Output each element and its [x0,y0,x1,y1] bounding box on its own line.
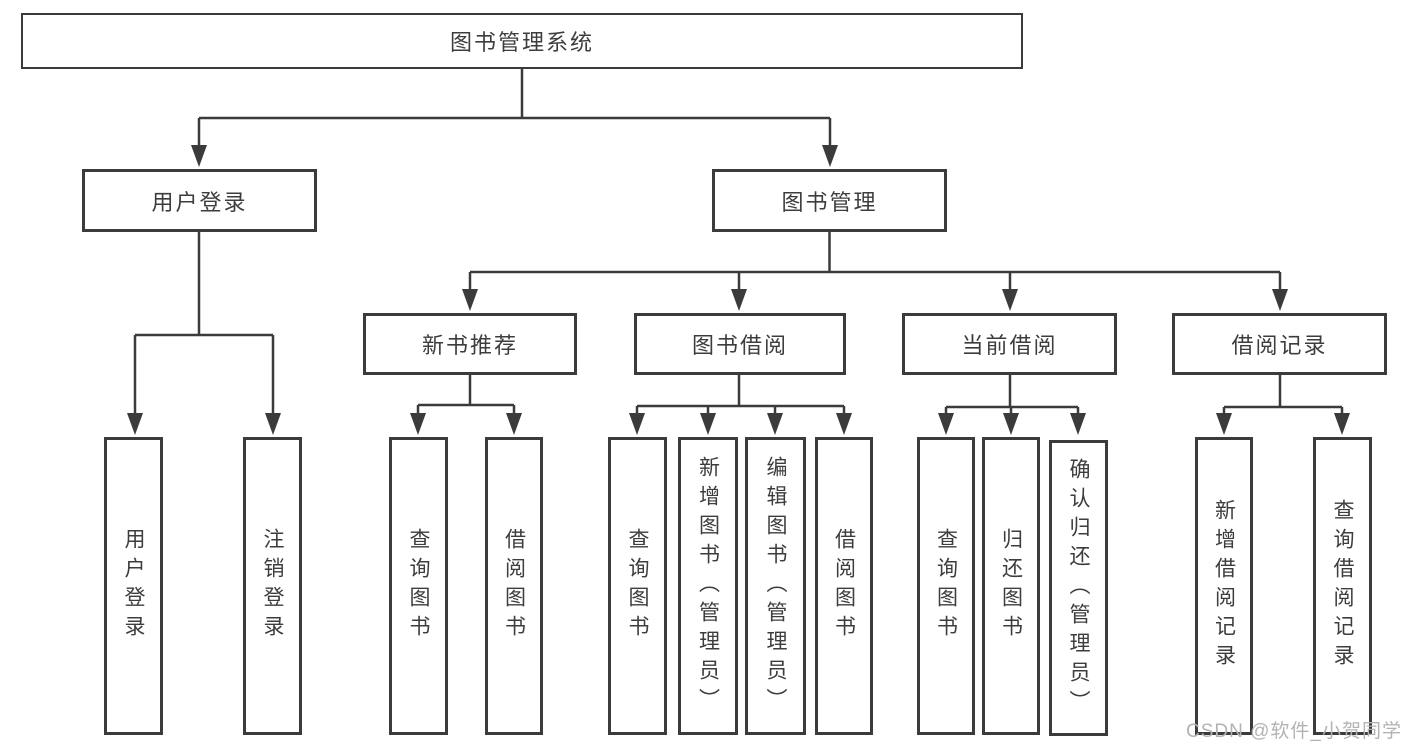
arrowhead [1334,413,1350,435]
arrowhead [410,413,426,435]
leaf-add-borrow-record: 新增借阅记录 [1195,437,1253,735]
connector-root-to-level2 [197,69,832,150]
leaf-query-books-recommend: 查询图书 [389,437,448,735]
arrowhead [462,289,478,311]
node-book-management: 图书管理 [712,169,947,232]
connector-new-book-children [416,375,516,416]
connector-book-borrow-children [635,375,846,416]
node-borrow-records: 借阅记录 [1172,313,1387,375]
arrowhead [731,289,747,311]
leaf-add-book-admin: 新增图书（管理员） [678,437,738,735]
connector-user-login-children [133,232,275,416]
leaf-query-borrow-record: 查询借阅记录 [1313,437,1372,735]
leaf-logout: 注销登录 [243,437,302,735]
node-book-borrow: 图书借阅 [634,313,846,375]
arrowhead [1070,413,1086,435]
arrowhead [767,413,783,435]
node-new-book-recommend: 新书推荐 [363,313,577,375]
node-current-borrow: 当前借阅 [902,313,1117,375]
arrowhead [191,145,207,167]
connector-current-borrow-children [944,375,1080,416]
node-user-login: 用户登录 [82,169,317,232]
arrowhead [506,413,522,435]
leaf-borrow-books-recommend: 借阅图书 [485,437,543,735]
arrowhead [938,413,954,435]
leaf-user-login: 用户登录 [104,437,163,735]
leaf-query-books-current: 查询图书 [917,437,975,735]
leaf-query-books-borrow: 查询图书 [608,437,667,735]
arrowhead [265,413,281,435]
arrowhead [822,145,838,167]
arrowhead [1003,413,1019,435]
arrowhead [629,413,645,435]
connector-borrow-records-children [1222,375,1344,416]
watermark: CSDN @软件_小贺同学 [1186,721,1402,742]
arrowhead [836,413,852,435]
leaf-borrow-books: 借阅图书 [815,437,873,735]
connector-book-mgmt-children [468,232,1282,292]
arrowhead [700,413,716,435]
node-root: 图书管理系统 [21,13,1023,69]
leaf-confirm-return-admin: 确认归还（管理员） [1049,440,1108,736]
leaf-edit-book-admin: 编辑图书（管理员） [745,437,806,735]
leaf-return-book: 归还图书 [982,437,1040,735]
arrowhead [127,413,143,435]
arrowhead [1272,289,1288,311]
arrowhead [1002,289,1018,311]
arrowhead [1216,413,1232,435]
